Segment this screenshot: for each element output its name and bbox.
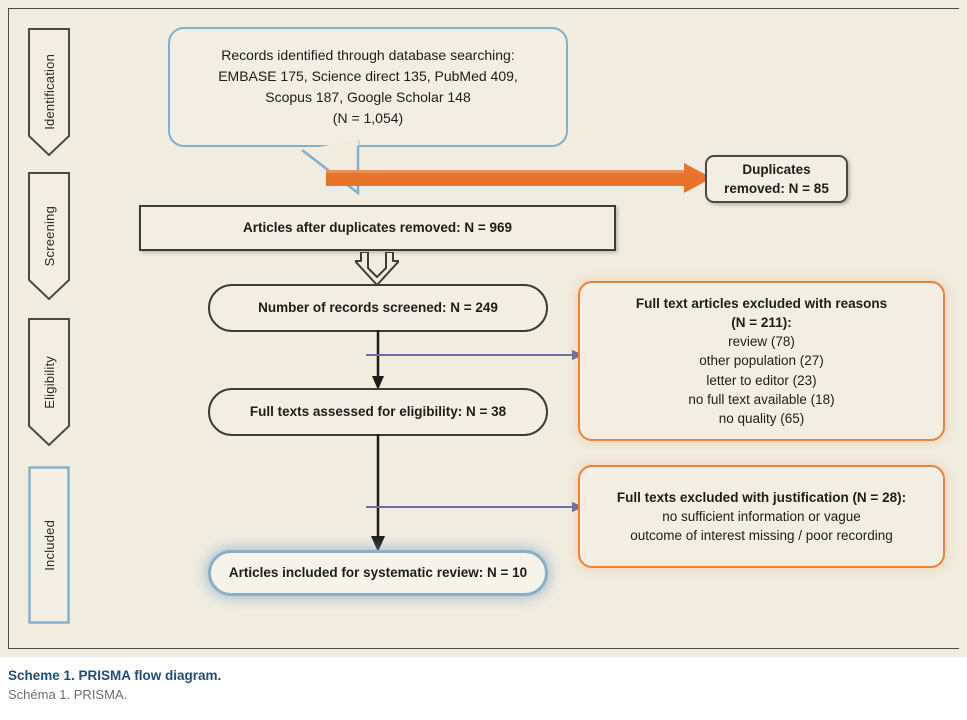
duplicates-line-1: Duplicates: [742, 161, 811, 177]
figure-caption: Scheme 1. PRISMA flow diagram. Schéma 1.…: [8, 668, 948, 702]
connector-to-excluded-reasons: [366, 350, 584, 360]
node-full-texts-assessed: Full texts assessed for eligibility: N =…: [208, 388, 548, 436]
excluded-reason-3: letter to editor (23): [706, 372, 817, 388]
arrow-to-duplicates: [326, 163, 712, 193]
stage-eligibility: Eligibility: [28, 318, 70, 446]
stage-label-screening: Screening: [41, 205, 57, 267]
node-excluded-with-reasons: Full text articles excluded with reasons…: [578, 281, 945, 441]
excluded-reason-1: review (78): [728, 334, 795, 350]
node-duplicates-removed: Duplicates removed: N = 85: [705, 155, 848, 203]
records-line-1: Records identified through database sear…: [221, 47, 515, 63]
duplicates-line-2: removed: N = 85: [724, 181, 829, 196]
articles-included-text: Articles included for systematic review:…: [228, 565, 528, 581]
stage-arrow-shape: [28, 318, 70, 446]
node-records-screened: Number of records screened: N = 249: [208, 284, 548, 332]
prisma-figure-panel: Identification Screening Eligibility Inc…: [0, 0, 967, 657]
connector-to-excluded-justification: [366, 502, 584, 512]
records-line-4: (N = 1,054): [332, 110, 404, 126]
caption-subtitle: Schéma 1. PRISMA.: [8, 687, 128, 702]
records-line-3: Scopus 187, Google Scholar 148: [265, 89, 471, 105]
connector-eligibility-to-included: [371, 434, 385, 552]
stage-label-identification: Identification: [41, 54, 57, 130]
records-line-2: EMBASE 175, Science direct 135, PubMed 4…: [218, 68, 518, 84]
node-excluded-with-justification: Full texts excluded with justification (…: [578, 465, 945, 568]
excluded-reason-4: no full text available (18): [688, 391, 835, 407]
excluded-reason-5: no quality (65): [718, 410, 805, 426]
full-texts-assessed-text: Full texts assessed for eligibility: N =…: [249, 404, 507, 420]
connector-screened-to-eligibility: [372, 330, 384, 390]
caption-title: Scheme 1. PRISMA flow diagram.: [8, 668, 222, 683]
hollow-down-arrow-icon: [355, 252, 399, 286]
excluded-reasons-title-2: (N = 211):: [731, 315, 792, 331]
stage-label-eligibility: Eligibility: [41, 355, 57, 409]
justification-reason-1: no sufficient information or vague: [662, 508, 861, 524]
node-articles-after-duplicates: Articles after duplicates removed: N = 9…: [139, 205, 616, 251]
justification-reason-2: outcome of interest missing / poor recor…: [630, 528, 893, 544]
stage-screening: Screening: [28, 172, 70, 300]
node-records-identified: Records identified through database sear…: [168, 27, 568, 147]
stage-arrow-shape: [28, 28, 70, 156]
stage-included: Included: [28, 466, 70, 624]
stage-identification: Identification: [28, 28, 70, 156]
speech-bubble-tail: [301, 140, 360, 195]
excluded-justification-title: Full texts excluded with justification (…: [616, 489, 907, 505]
stage-arrow-shape: [28, 172, 70, 300]
node-articles-included: Articles included for systematic review:…: [208, 550, 548, 596]
stage-rect-shape: [28, 466, 70, 624]
records-screened-text: Number of records screened: N = 249: [258, 300, 498, 316]
excluded-reason-2: other population (27): [699, 353, 824, 369]
after-duplicates-text: Articles after duplicates removed: N = 9…: [243, 220, 512, 236]
excluded-reasons-title-1: Full text articles excluded with reasons: [635, 295, 888, 311]
stage-label-included: Included: [41, 519, 57, 571]
